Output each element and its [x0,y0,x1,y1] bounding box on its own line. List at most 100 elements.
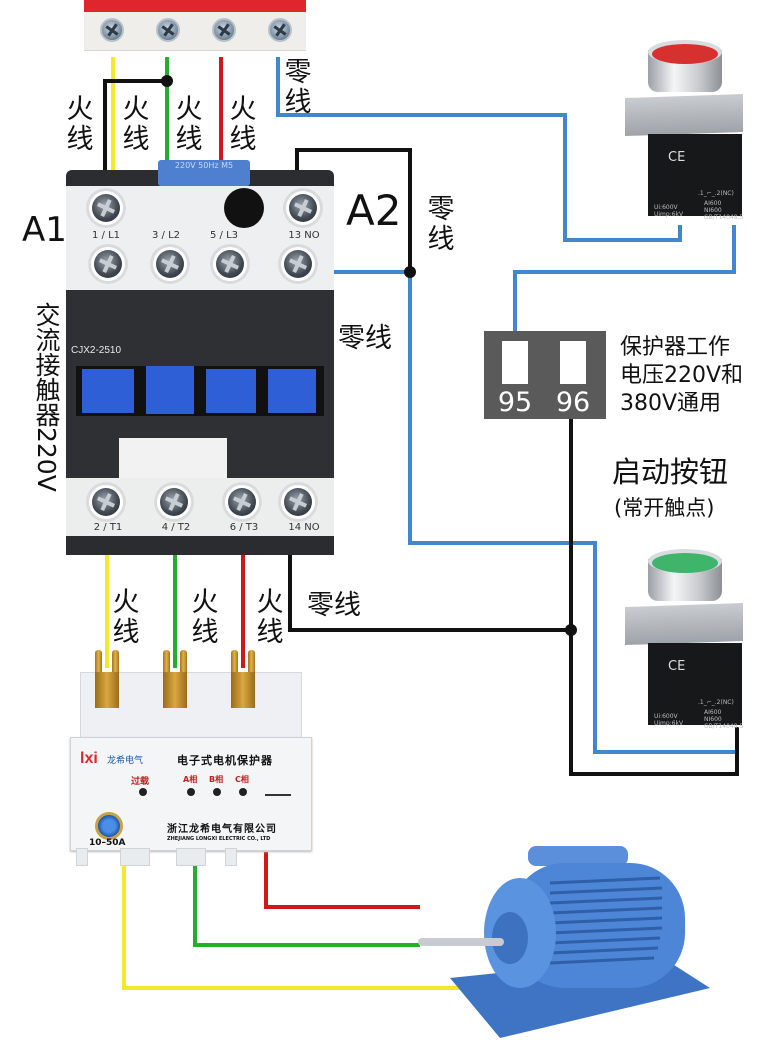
fork-terminal [231,650,255,708]
voltage-note-line: 电压220V和 [620,363,744,388]
screw-icon [278,244,318,284]
contactor-bottom-terminal-block: 2 / T1 4 / T2 6 / T3 14 NO [66,478,334,536]
ce-mark-icon: CE [668,659,686,674]
waveform-icon [265,794,291,818]
screw-icon [210,244,250,284]
start-button-cap[interactable] [652,553,718,573]
start-push-button[interactable]: CE .1_⌐_.2(NC) Ui:600V Uimp:6kV AI600 NI… [610,545,750,730]
contact-block: CE .1_⌐_.2(NC) Ui:600V Uimp:6kV AI600 NI… [648,134,743,221]
motor-shaft [418,938,504,946]
phase-c-led [239,788,247,796]
terminal-label: 6 / T3 [229,522,259,533]
product-name: 电子式电机保护器 [177,754,273,767]
contact-standard: AI600 NI600 GB/T14048.5 [704,709,744,730]
contact-marking: .1_⌐_.2(NC) [698,699,734,706]
contact-standard: AI600 NI600 GB/T14048.5 [704,200,744,221]
indicator-window [119,438,227,478]
screw-icon [278,482,318,522]
button-mount [625,93,743,137]
screw-icon [100,18,124,42]
terminal-label: 2 / T1 [93,522,123,533]
terminal-95-label: 95 [497,387,533,418]
label-coil-a1: A1 [22,210,67,250]
screw-icon [212,18,236,42]
motor-cooling-fins [549,876,663,965]
terminal-96-slot [560,341,586,384]
overload-led [139,788,147,796]
stop-button-cap[interactable] [652,44,718,64]
voltage-note: 保护器工作 电压220V和 380V通用 [620,334,743,418]
ac-contactor: 220V 50Hz M5 1 / L1 3 / L2 5 / L3 13 NO … [66,160,334,555]
fork-terminal [163,650,187,708]
stop-push-button[interactable]: CE .1_⌐_.2(NC) Ui:600V Uimp:6kV AI600 NI… [610,36,750,221]
terminal-label: 4 / T2 [161,522,191,533]
terminal-96-label: 96 [555,387,591,418]
phase-b-label: B相 [209,775,224,784]
terminal-label: 13 NO [288,230,320,241]
voltage-note-line: 保护器工作 [620,335,731,360]
label-live-2: 火线 [122,94,150,155]
label-coil-a2: A2 [346,186,402,235]
voltage-note-line: 380V通用 [620,391,722,416]
brand-name: 龙希电气 [107,756,144,766]
terminal-label: 5 / L3 [209,230,239,241]
screw-icon [283,188,323,228]
company-cn: 浙江龙希电气有限公司 [167,824,277,835]
screw-icon [268,18,292,42]
motor-terminal-box [528,846,628,866]
contact-block: CE .1_⌐_.2(NC) Ui:600V Uimp:6kV AI600 NI… [648,643,743,730]
contact-rating: Ui:600V Uimp:6kV [654,204,684,218]
screw-icon [88,244,128,284]
label-live-out-3: 火线 [256,587,284,648]
screw-icon [156,18,180,42]
terminal-label: 3 / L2 [151,230,181,241]
screw-icon [86,188,126,228]
label-neutral-bottom: 零线 [307,590,361,621]
phase-a-label: A相 [183,775,198,784]
contact-rating: Ui:600V Uimp:6kV [654,713,684,727]
contactor-body: CJX2-2510 [66,290,334,478]
overload-label: 过载 [131,777,150,787]
motor-bearing [492,912,528,964]
company-en: ZHEJIANG LONGXI ELECTRIC CO., LTD [167,836,271,842]
label-neutral-right: 零线 [427,194,455,255]
contact-carrier [76,366,324,416]
phase-c-label: C相 [235,775,249,784]
breaker-housing [84,0,306,12]
start-button-label: 启动按钮 [612,455,729,489]
three-phase-motor [418,846,710,1038]
terminal-label: 14 NO [288,522,320,533]
protector-faceplate: lxi 龙希电气 电子式电机保护器 过载 A相 B相 C相 10–50A 浙江龙… [70,737,312,851]
aux-contact-terminals: 95 96 [484,331,606,419]
label-neutral-top: 零线 [284,57,312,118]
label-live-3: 火线 [175,94,203,155]
screw-icon [222,482,262,522]
contact-marking: .1_⌐_.2(NC) [698,190,734,197]
screw-icon [86,482,126,522]
junction-dot [565,624,577,636]
brand-logo: lxi [80,750,98,767]
coil-rating-text: 220V 50Hz M5 [174,161,234,170]
wire-stop-to-95 [513,225,736,331]
phase-b-led [213,788,221,796]
button-mount [625,602,743,646]
contactor-base [66,536,334,555]
screw-icon [150,244,190,284]
terminal-95-slot [502,341,528,384]
terminal-label: 1 / L1 [91,230,121,241]
contactor-model: CJX2-2510 [71,345,122,356]
label-live-1: 火线 [66,94,94,155]
junction-dot [404,266,416,278]
fork-terminal [95,650,119,708]
coil-rating-plate: 220V 50Hz M5 [158,160,250,186]
screw-icon [154,482,194,522]
current-adjust-knob[interactable] [95,812,123,840]
circuit-breaker [84,0,306,51]
label-contactor-side: 交流接触器220V [32,302,61,492]
label-live-out-2: 火线 [191,587,219,648]
label-neutral-mid: 零线 [338,323,392,354]
label-live-out-1: 火线 [112,587,140,648]
junction-dot [161,75,173,87]
ce-mark-icon: CE [668,150,686,165]
start-button-sublabel: (常开触点) [614,496,715,520]
